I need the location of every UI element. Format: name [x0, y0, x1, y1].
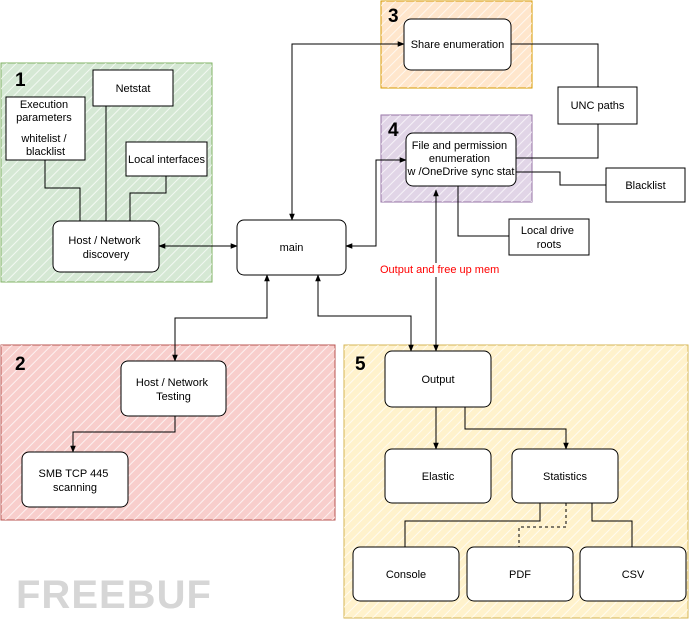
edge-main-output — [315, 274, 414, 352]
edge-unc-file — [516, 124, 599, 159]
node-statistics-label: Statistics — [543, 471, 588, 483]
edge-main-share — [289, 41, 405, 221]
edge-stats-console — [404, 503, 541, 547]
node-execution-parameters-label: Execution parameters whitelist / blackli… — [16, 99, 75, 158]
region-2-number: 2 — [15, 354, 26, 375]
output-note: Output and free up mem — [380, 264, 499, 276]
edge-main-testing — [172, 274, 270, 362]
region-3-number: 3 — [388, 6, 399, 27]
edge-share-unc — [511, 43, 599, 87]
node-blacklist-label: Blacklist — [625, 180, 665, 192]
node-main: main — [236, 219, 347, 276]
node-csv: CSV — [579, 546, 687, 602]
watermark: FREEBUF — [16, 573, 212, 617]
node-netstat-label: Netstat — [116, 83, 151, 95]
node-host-network-discovery-label: Host / Network discovery — [68, 235, 143, 261]
node-netstat: Netstat — [92, 69, 174, 107]
node-elastic-label: Elastic — [422, 471, 455, 483]
node-local-interfaces: Local interfaces — [125, 141, 208, 177]
node-console: Console — [352, 546, 460, 602]
node-output: Output — [384, 350, 492, 408]
edge-params-discovery — [44, 160, 81, 221]
edge-interfaces-discovery — [129, 176, 167, 221]
edge-stats-pdf — [518, 503, 567, 547]
node-blacklist: Blacklist — [605, 167, 686, 203]
edge-testing-smb — [70, 416, 176, 453]
edge-stats-csv — [591, 503, 633, 547]
region-1-number: 1 — [15, 70, 26, 91]
node-execution-parameters: Execution parameters whitelist / blackli… — [5, 96, 86, 161]
node-unc-paths-label: UNC paths — [571, 100, 625, 112]
edge-file-localroots — [457, 186, 509, 237]
node-pdf-label: PDF — [509, 569, 531, 581]
edge-file-blacklist — [516, 171, 606, 186]
node-smb-scanning-label: SMB TCP 445 scanning — [39, 468, 112, 494]
node-host-network-testing: Host / Network Testing — [120, 360, 227, 417]
node-pdf: PDF — [466, 546, 574, 602]
node-host-network-testing-label: Host / Network Testing — [136, 377, 211, 403]
node-elastic: Elastic — [384, 448, 492, 504]
node-file-permission-enumeration: File and permission enumeration w /OneDr… — [405, 132, 517, 187]
node-local-drive-roots: Local drive roots — [508, 218, 590, 256]
node-file-permission-enumeration-label: File and permission enumeration w /OneDr… — [407, 140, 515, 178]
region-4-number: 4 — [388, 120, 399, 141]
node-host-network-discovery: Host / Network discovery — [52, 220, 160, 273]
node-main-label: main — [280, 242, 304, 254]
region-5-number: 5 — [355, 354, 366, 375]
output-note-background — [379, 263, 494, 277]
node-output-label: Output — [421, 374, 454, 386]
edges — [44, 41, 633, 547]
edge-main-file — [345, 157, 407, 249]
node-share-enumeration: Share enumeration — [403, 18, 512, 71]
node-unc-paths: UNC paths — [557, 86, 638, 125]
edge-output-statistics — [464, 407, 569, 450]
node-csv-label: CSV — [622, 569, 645, 581]
node-statistics: Statistics — [511, 448, 619, 504]
node-share-enumeration-label: Share enumeration — [411, 39, 505, 51]
node-smb-scanning: SMB TCP 445 scanning — [21, 451, 129, 508]
node-console-label: Console — [386, 569, 426, 581]
node-local-interfaces-label: Local interfaces — [128, 154, 206, 166]
node-local-drive-roots-label: Local drive roots — [521, 225, 577, 251]
